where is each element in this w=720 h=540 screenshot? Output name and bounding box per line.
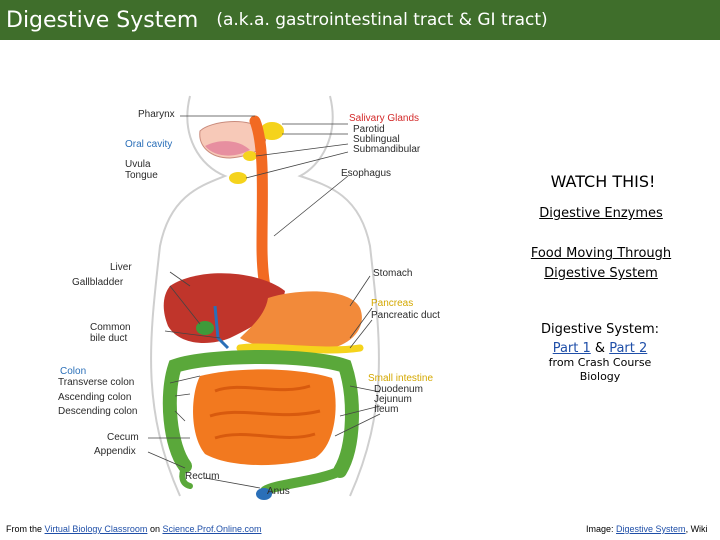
label-ileum: Ileum	[374, 404, 399, 415]
crash-course-block: Digestive System: Part 1 & Part 2	[520, 320, 680, 358]
gallbladder-shape	[196, 321, 214, 335]
footer-link-scienceprof[interactable]: Science.Prof.Online.com	[162, 524, 262, 534]
link-digestive-enzymes[interactable]: Digestive Enzymes	[539, 206, 663, 221]
appendix-shape	[179, 463, 193, 489]
label-esophagus: Esophagus	[341, 168, 392, 179]
pancreas-shape	[236, 343, 364, 354]
label-rectum: Rectum	[185, 471, 220, 482]
link-part-1[interactable]: Part 1	[552, 341, 591, 356]
label-sublingual: Sublingual	[353, 134, 400, 145]
label-colon: Colon	[60, 366, 87, 377]
label-pancreas: Pancreas	[371, 298, 414, 309]
label-duodenum: Duodenum	[374, 384, 423, 395]
tongue-shape	[205, 141, 250, 156]
colon-frame	[162, 350, 359, 478]
submandibular-gland	[229, 172, 247, 184]
sublingual-gland	[243, 151, 257, 161]
ampersand: &	[594, 341, 606, 356]
label-anus: Anus	[267, 486, 290, 497]
from-crash-course: from Crash Course Biology	[548, 356, 652, 383]
label-tongue: Tongue	[125, 170, 158, 181]
footer-right-prefix: Image:	[586, 524, 614, 534]
link-food-moving[interactable]: Food Moving Through Digestive System	[530, 246, 672, 281]
footer-left: From the Virtual Biology Classroom on Sc…	[6, 524, 262, 534]
label-bile-duct: bile duct	[90, 333, 128, 344]
label-pharynx: Pharynx	[138, 109, 175, 120]
footer-left-mid: on	[149, 524, 160, 534]
title-bar: Digestive System (a.k.a. gastrointestina…	[0, 0, 720, 40]
anus-shape	[256, 488, 272, 500]
label-ascending-colon: Ascending colon	[58, 392, 132, 403]
label-submandibular: Submandibular	[353, 144, 421, 155]
page-subtitle: (a.k.a. gastrointestinal tract & GI trac…	[216, 10, 548, 30]
esophagus-tube	[249, 115, 274, 307]
label-descending-colon: Descending colon	[58, 406, 138, 417]
footer-right-suffix: , Wiki	[685, 524, 708, 534]
body-outline	[150, 95, 380, 497]
label-stomach: Stomach	[373, 268, 413, 279]
rectum-shape	[260, 466, 345, 496]
watch-this-heading: WATCH THIS!	[550, 172, 656, 191]
label-jejunum: Jejunum	[374, 394, 412, 405]
label-oral-cavity: Oral cavity	[125, 139, 173, 150]
liver-shape	[163, 273, 285, 343]
label-transverse-colon: Transverse colon	[58, 377, 135, 388]
label-uvula: Uvula	[125, 159, 151, 170]
link-part-2[interactable]: Part 2	[609, 341, 648, 356]
page-title: Digestive System	[6, 7, 199, 33]
label-gallbladder: Gallbladder	[72, 277, 124, 288]
label-small-intestine: Small intestine	[368, 373, 434, 384]
label-pancreatic-duct: Pancreatic duct	[371, 310, 440, 321]
label-liver: Liver	[110, 262, 132, 273]
label-appendix: Appendix	[94, 446, 136, 457]
stomach-shape	[240, 291, 362, 351]
label-cecum: Cecum	[107, 432, 139, 443]
leader-lines	[147, 115, 381, 489]
footer-link-virtual-classroom[interactable]: Virtual Biology Classroom	[44, 524, 148, 534]
digestive-system-label: Digestive System:	[540, 322, 660, 337]
footer-right: Image: Digestive System, Wiki	[586, 524, 708, 534]
label-common: Common	[90, 322, 131, 333]
parotid-gland	[260, 122, 284, 140]
small-intestine-shape	[193, 369, 336, 466]
footer-link-digestive-system[interactable]: Digestive System	[616, 524, 686, 534]
digestive-system-diagram	[147, 95, 381, 500]
footer-left-prefix: From the	[6, 524, 43, 534]
label-parotid: Parotid	[353, 124, 385, 135]
label-salivary-glands: Salivary Glands	[349, 113, 420, 124]
